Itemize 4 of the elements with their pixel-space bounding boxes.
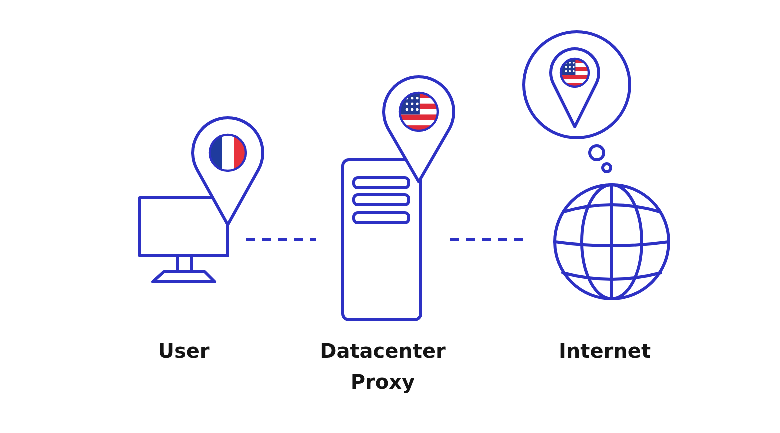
- dashed-connector: [246, 238, 316, 242]
- node-label: User: [158, 338, 210, 365]
- node-label: Internet: [558, 338, 652, 365]
- node-label: Datacenter Proxy: [320, 338, 446, 396]
